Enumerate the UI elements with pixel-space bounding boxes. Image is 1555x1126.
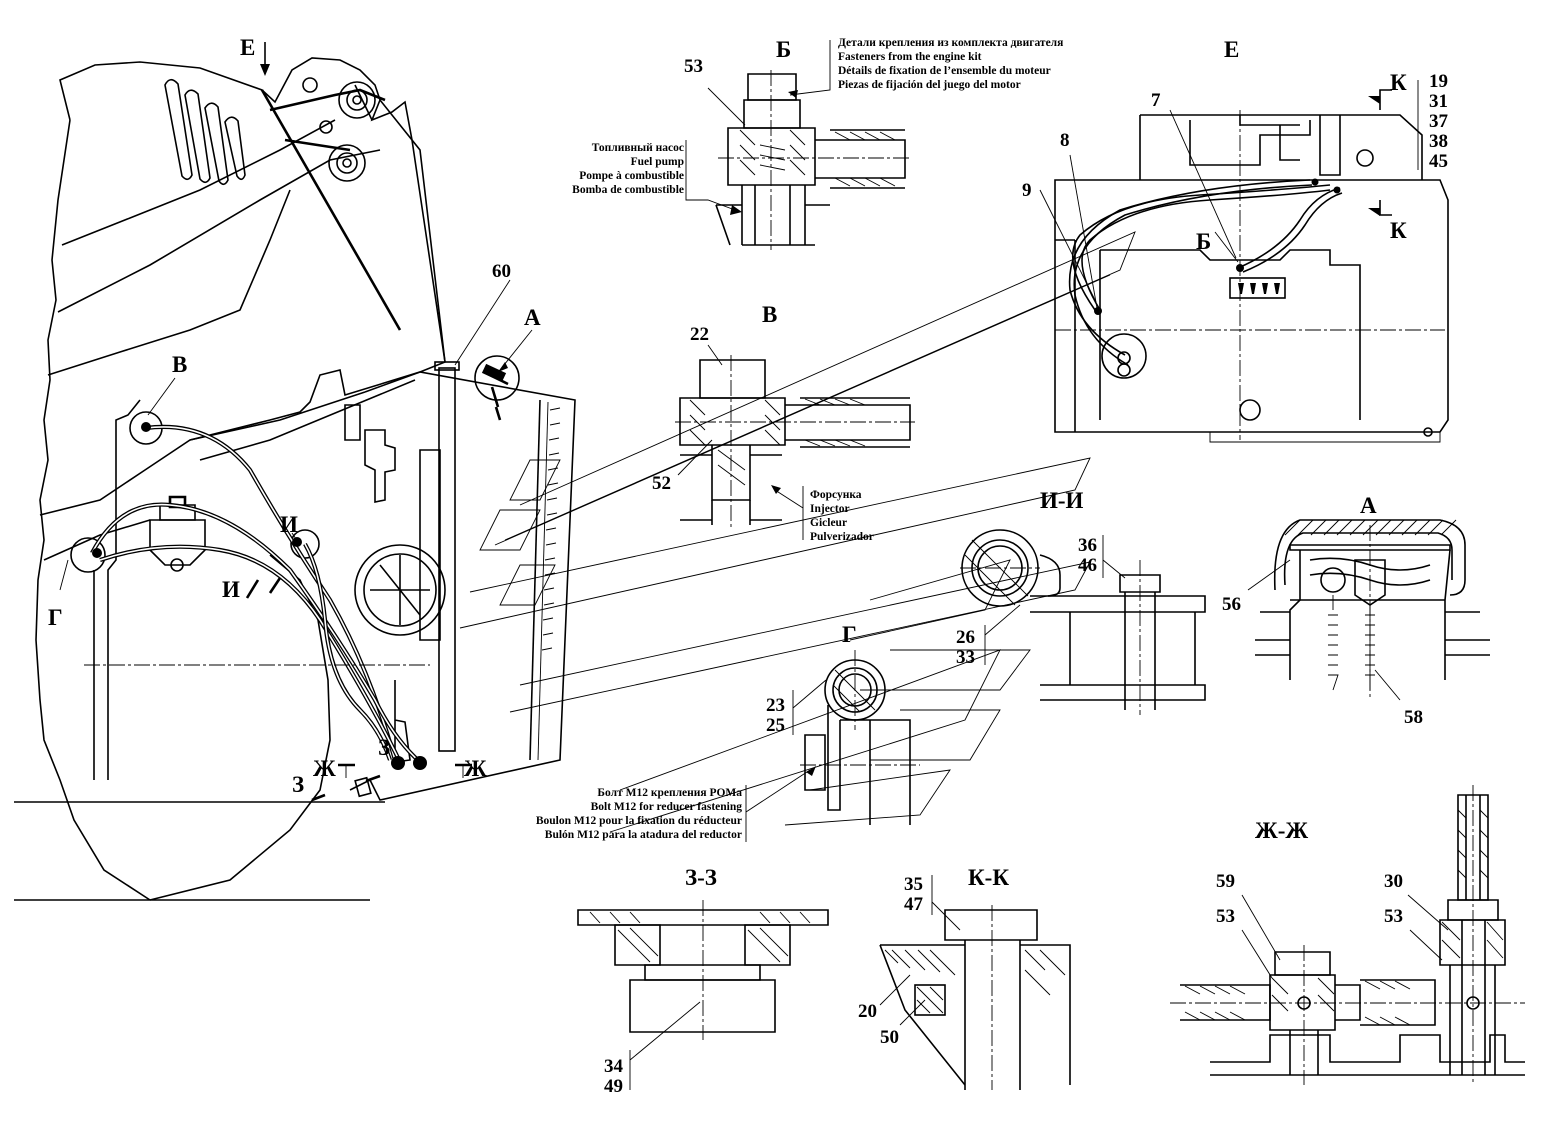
callout-8: 8 [1060, 130, 1070, 151]
section-k-top-label: К [1390, 70, 1407, 95]
callout-22: 22 [690, 324, 709, 345]
callout-45: 45 [1429, 151, 1448, 172]
callout-49: 49 [604, 1076, 623, 1097]
callout-30: 30 [1384, 871, 1403, 892]
note-bolt-m12-es: Bulón M12 para la atadura del reductor [545, 829, 742, 841]
callout-35: 35 [904, 874, 923, 895]
callout-25: 25 [766, 715, 785, 736]
view-labels: Е Б Б Е К К В В А А И-И И И Г Г Ж-Ж Ж Ж … [48, 35, 1407, 890]
section-zh-zh [1170, 785, 1525, 1085]
note-fuel-pump-ru: Топливный насос [592, 142, 684, 154]
view-a-marker-label: А [524, 305, 541, 330]
detail-a-view [1247, 519, 1490, 701]
callout-53-b: 53 [684, 56, 703, 77]
main-assembly-view [14, 42, 576, 901]
section-zh-marker2-label: Ж [464, 756, 487, 781]
detail-g-view [745, 650, 920, 842]
view-g-marker-label: Г [48, 605, 63, 630]
view-g-detail-label: Г [842, 622, 857, 647]
section-k-k-label: К-К [968, 865, 1009, 890]
callout-31: 31 [1429, 91, 1448, 112]
part-callouts: 53 60 22 52 7 8 9 19 31 37 38 45 36 46 2… [492, 56, 1449, 1097]
view-v-marker-label: В [172, 352, 187, 377]
callout-20: 20 [858, 1001, 877, 1022]
note-fuel-pump-en: Fuel pump [631, 156, 684, 168]
callout-46: 46 [1078, 555, 1097, 576]
note-fuel-pump-es: Bomba de combustible [572, 184, 684, 196]
callout-58: 58 [1404, 707, 1423, 728]
view-e-arrow-label: Е [240, 35, 255, 60]
callout-37: 37 [1429, 111, 1449, 132]
note-injector-ru: Форсунка [810, 489, 862, 501]
section-z-marker2-label: З [292, 772, 304, 797]
view-a-detail-label: А [1360, 493, 1377, 518]
note-bolt-m12-fr: Boulon M12 pour la fixation du réducteur [536, 815, 742, 827]
projection-ribbons [459, 231, 1136, 833]
callout-56: 56 [1222, 594, 1241, 615]
callout-50: 50 [880, 1027, 899, 1048]
section-i-i [960, 529, 1206, 715]
note-injector-es: Pulverizador [810, 531, 874, 543]
note-injector-en: Injector [810, 503, 850, 515]
view-e [1039, 80, 1449, 443]
annotation-notes: Детали крепления из комплекта двигателя … [536, 37, 1064, 841]
section-z-z [577, 900, 829, 1090]
callout-23: 23 [766, 695, 785, 716]
callout-53-zh-left: 53 [1216, 906, 1235, 927]
callout-60: 60 [492, 261, 511, 282]
detail-v-view [675, 344, 915, 540]
note-engine-kit-ru: Детали крепления из комплекта двигателя [838, 37, 1063, 49]
view-v-detail-label: В [762, 302, 777, 327]
callout-38: 38 [1429, 131, 1448, 152]
section-i-i-label: И-И [1040, 488, 1084, 513]
callout-52: 52 [652, 473, 671, 494]
note-fuel-pump-fr: Pompe à combustible [579, 170, 684, 182]
callout-26: 26 [956, 627, 975, 648]
callout-33: 33 [956, 647, 975, 668]
section-k-bottom-label: К [1390, 218, 1407, 243]
callout-53-zh-right: 53 [1384, 906, 1403, 927]
section-k-k [879, 875, 1071, 1090]
section-z-marker1-label: З [378, 735, 390, 760]
view-e-label: Е [1224, 37, 1239, 62]
note-engine-kit-fr: Détails de fixation de l’ensemble du mot… [838, 65, 1051, 77]
section-i-marker2-label: И [222, 577, 240, 602]
section-zh-marker1-label: Ж [313, 756, 336, 781]
callout-34: 34 [604, 1056, 624, 1077]
callout-36: 36 [1078, 535, 1097, 556]
note-injector-fr: Gicleur [810, 517, 847, 529]
view-b-detail-label: Б [776, 37, 791, 62]
callout-59: 59 [1216, 871, 1235, 892]
callout-47: 47 [904, 894, 924, 915]
section-z-z-label: З-З [685, 865, 717, 890]
section-zh-zh-label: Ж-Ж [1255, 818, 1308, 843]
main-leaders [59, 279, 533, 591]
note-bolt-m12-en: Bolt M12 for reducer fastening [591, 801, 743, 813]
section-i-marker1-label: И [280, 512, 298, 537]
callout-7: 7 [1151, 90, 1161, 111]
callout-19: 19 [1429, 71, 1448, 92]
callout-9: 9 [1022, 180, 1032, 201]
note-engine-kit-en: Fasteners from the engine kit [838, 51, 982, 63]
note-engine-kit-es: Piezas de fijación del juego del motor [838, 79, 1021, 91]
view-b-marker-label: Б [1196, 229, 1211, 254]
note-bolt-m12-ru: Болт М12 крепления РОМа [597, 787, 742, 799]
detail-b-view [685, 40, 910, 250]
